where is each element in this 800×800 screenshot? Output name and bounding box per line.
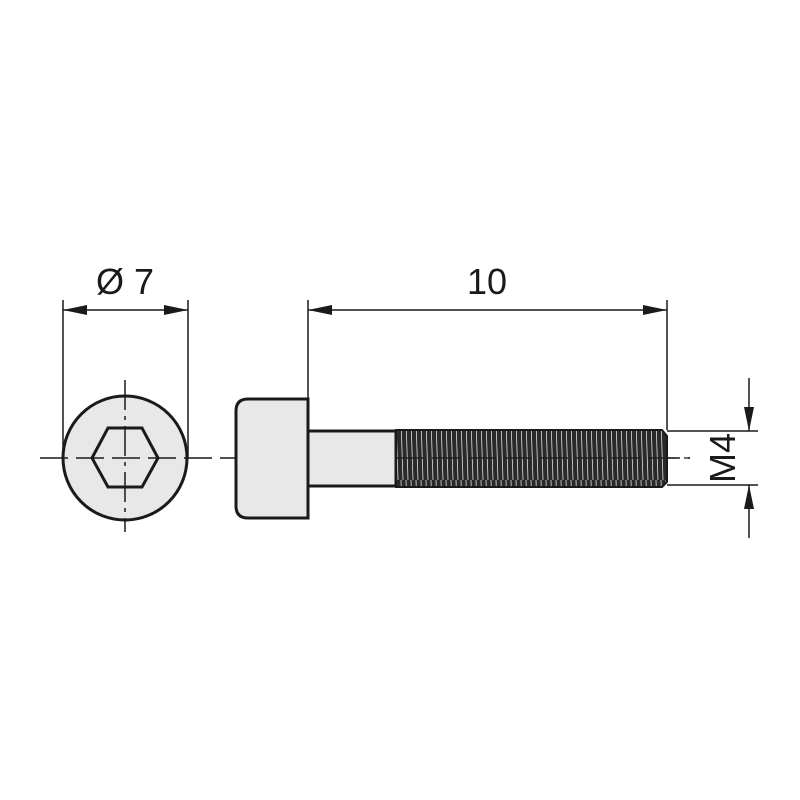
- side-view-screw: [234, 397, 690, 520]
- screw-head: [234, 397, 310, 520]
- thread-label: M4: [702, 433, 743, 483]
- screw-shank: [306, 429, 398, 488]
- length-dimension: 10: [307, 261, 668, 430]
- end-view-head: [61, 380, 189, 532]
- diameter-dimension: Ø 7: [62, 261, 189, 458]
- thread-dimension: M4: [667, 378, 758, 538]
- length-label: 10: [467, 261, 507, 302]
- diameter-label: Ø 7: [96, 261, 154, 302]
